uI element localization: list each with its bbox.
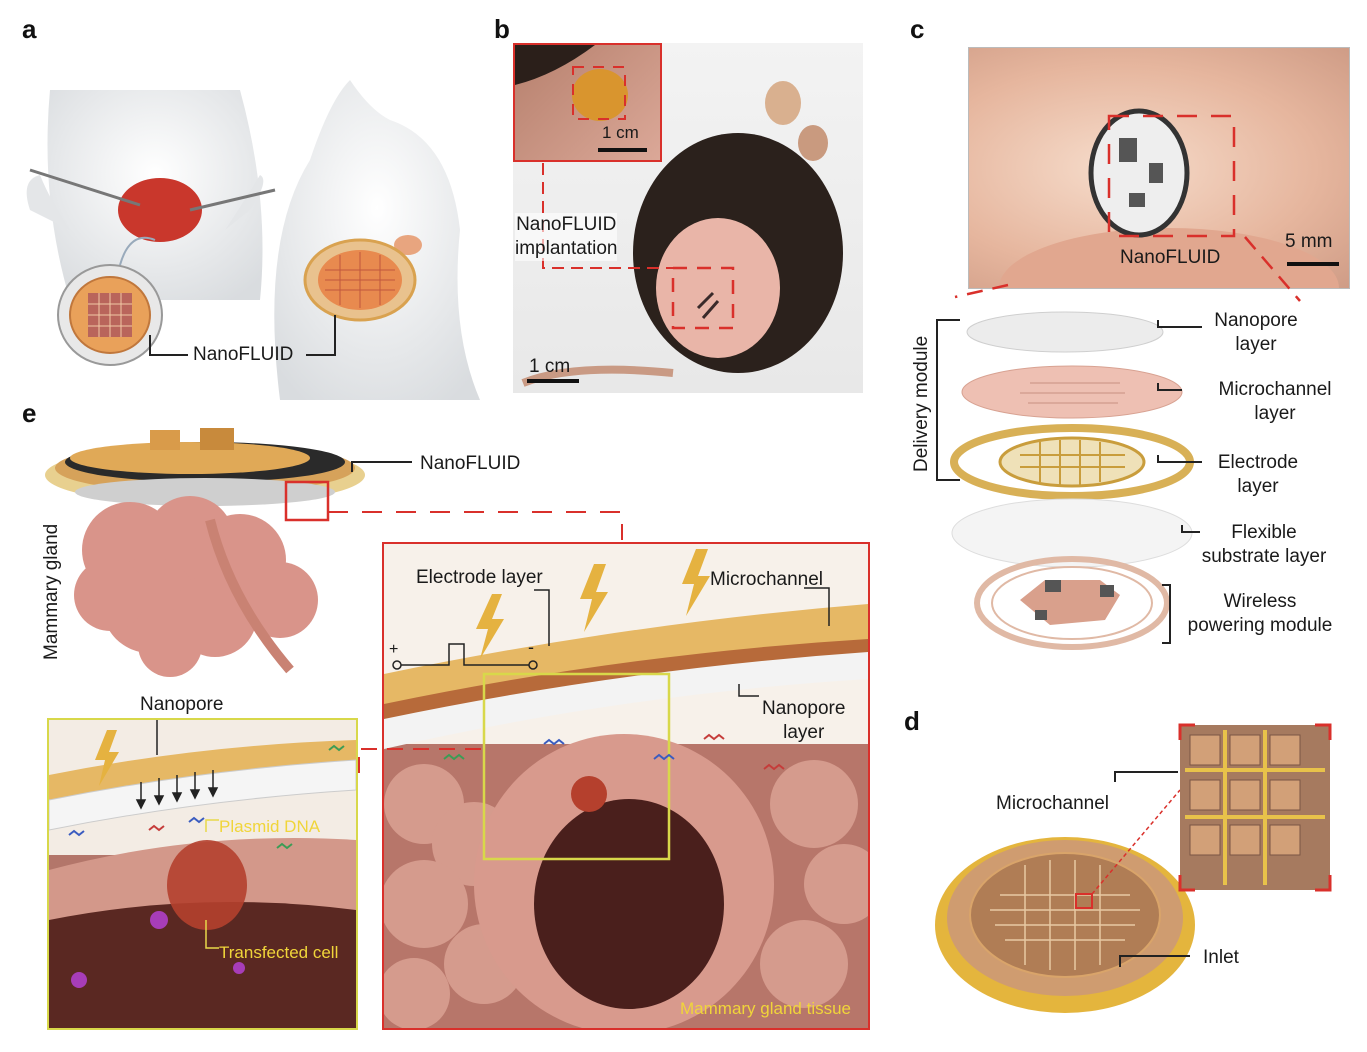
panel-e-electrode-label: Electrode layer — [416, 567, 543, 588]
layer-microchannel-line1: Microchannel — [1218, 379, 1332, 400]
panel-e-device-label: NanoFLUID — [420, 453, 521, 474]
layer-label-wireless: Wireless powering module — [1180, 590, 1340, 638]
panel-e-small-inset — [47, 718, 358, 1030]
layer-electrode-line1: Electrode — [1217, 452, 1299, 473]
panel-e-nanopore-label: Nanopore — [140, 694, 224, 715]
nanopore-layer-disc — [966, 311, 1164, 353]
layer-nanopore-line2: layer — [1235, 333, 1277, 355]
panel-c-scale-label: 5 mm — [1285, 231, 1333, 252]
panel-e-tissue-label: Mammary gland — [41, 523, 62, 660]
panel-a-illustration — [26, 80, 480, 400]
nanopore-layer-line1: Nanopore — [762, 698, 846, 719]
incision-site — [118, 178, 202, 242]
polarity-minus: - — [528, 637, 534, 657]
lobule-lumen — [534, 799, 724, 1009]
mouse-right-paw — [225, 175, 264, 230]
layer-label-electrode: Electrode layer — [1208, 451, 1308, 499]
layer-electrode-line2: layer — [1237, 475, 1279, 497]
shaved-area — [656, 218, 780, 358]
panel-e-plasmid-label: Plasmid DNA — [219, 817, 321, 836]
callout-line1: NanoFLUID — [516, 214, 617, 235]
panel-d-microchannel-label: Microchannel — [996, 793, 1109, 814]
layer-label-substrate: Flexible substrate layer — [1194, 521, 1334, 569]
transfected-cell — [167, 840, 247, 930]
device-in-hand — [1088, 108, 1190, 238]
zoom-box-device — [284, 480, 330, 522]
panel-e-microchannel-label: Microchannel — [710, 569, 823, 590]
layer-wireless-line1: Wireless — [1223, 591, 1297, 612]
panel-c-device-label: NanoFLUID — [1120, 247, 1221, 268]
microchannel-layer-disc — [961, 365, 1183, 419]
panel-letter-d: d — [904, 706, 920, 736]
panel-e-main-inset — [382, 542, 870, 1030]
inset-connector — [358, 748, 481, 773]
lightning-icon — [580, 564, 608, 632]
panel-b-inset-scale: 1 cm — [602, 123, 639, 142]
panel-d-inlet-label: Inlet — [1203, 947, 1239, 968]
polarity-plus: + — [389, 641, 399, 658]
layer-substrate-line2: substrate layer — [1201, 545, 1327, 567]
mouse-left-paw — [26, 175, 71, 230]
layer-label-nanopore: Nanopore layer — [1206, 309, 1306, 357]
layer-microchannel-line2: layer — [1254, 402, 1296, 424]
mouse-tail — [521, 365, 674, 387]
panel-e-device-illustration — [45, 428, 623, 677]
layer-nanopore-line1: Nanopore — [1214, 310, 1298, 331]
panel-b-inset — [513, 43, 662, 162]
wireless-coil — [974, 556, 1170, 650]
panel-letter-a: a — [22, 14, 37, 44]
yellow-zoom-box — [482, 672, 671, 861]
panel-b-scale-label: 1 cm — [529, 356, 571, 377]
panel-a-device-label: NanoFLUID — [193, 344, 294, 365]
panel-b-callout: NanoFLUID implantation — [515, 213, 618, 261]
panel-b-scale-bar — [527, 379, 579, 383]
mouse-dorsal-body — [274, 80, 480, 400]
lightning-icon — [682, 549, 710, 616]
nanopore-layer-line2: layer — [783, 721, 825, 743]
lightning-icon — [95, 730, 119, 786]
implant-site — [572, 69, 628, 121]
zoom-box-small — [1075, 893, 1093, 909]
layer-label-microchannel: Microchannel layer — [1210, 378, 1340, 426]
panel-c-photo — [968, 47, 1350, 289]
panel-c-exploded-view — [936, 236, 1301, 650]
panel-letter-b: b — [494, 14, 510, 44]
layer-substrate-line1: Flexible — [1231, 522, 1297, 543]
callout-line2: implantation — [515, 237, 618, 259]
lightning-icon — [476, 594, 504, 659]
panel-letter-e: e — [22, 398, 37, 428]
panel-e-tissue-caption: Mammary gland tissue — [680, 999, 852, 1018]
panel-letter-c: c — [910, 14, 925, 44]
layer-wireless-line2: powering module — [1187, 614, 1333, 636]
panel-c-group-label: Delivery module — [911, 335, 932, 472]
panel-e-transfected-label: Transfected cell — [219, 943, 339, 962]
panel-e-nanopore-layer-label: Nanopore layer — [762, 697, 845, 745]
panel-d-illustration — [935, 723, 1332, 1013]
